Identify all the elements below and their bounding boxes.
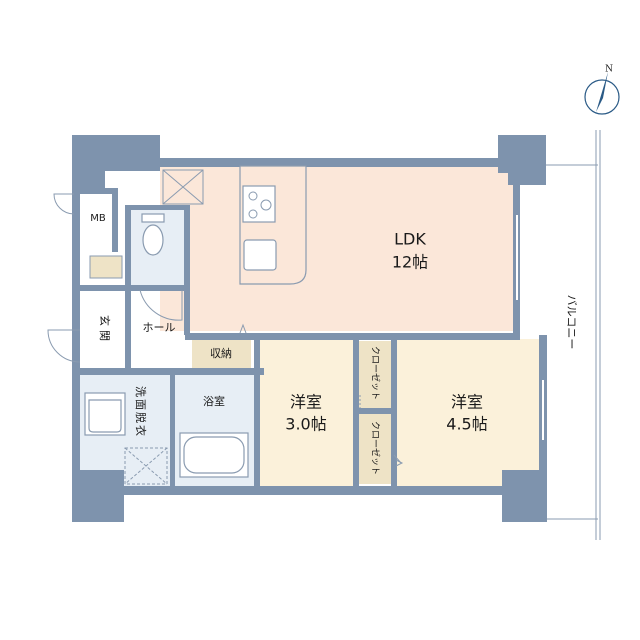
compass: N bbox=[584, 65, 620, 115]
washer-space bbox=[124, 447, 168, 485]
hall-door bbox=[139, 289, 183, 321]
western2-floor bbox=[396, 339, 539, 487]
bath-label: 浴室 bbox=[203, 394, 225, 408]
closet1-label: クローゼット bbox=[370, 346, 382, 400]
balcony-label: バルコニー bbox=[565, 295, 578, 350]
door-arrow-icon bbox=[239, 323, 247, 334]
western1-size: 3.0帖 bbox=[285, 415, 326, 434]
entrance-label: 玄関 bbox=[98, 315, 112, 345]
toilet-icon bbox=[141, 213, 165, 256]
compass-needle-icon bbox=[596, 72, 608, 112]
kitchen bbox=[239, 165, 307, 285]
ldk-name: LDK bbox=[394, 230, 426, 249]
mb-door bbox=[53, 193, 75, 215]
windows bbox=[516, 215, 544, 440]
western1-floor bbox=[259, 339, 354, 487]
closet1-floor bbox=[358, 341, 392, 409]
wash-basin-icon bbox=[84, 392, 126, 436]
western2-name: 洋室 bbox=[451, 393, 483, 412]
storage-floor bbox=[192, 340, 251, 369]
washroom-label: 洗面脱衣 bbox=[134, 386, 148, 438]
closet2-floor bbox=[358, 414, 392, 484]
ldk-size: 12帖 bbox=[392, 253, 428, 272]
walls bbox=[72, 135, 547, 522]
mb-label: MB bbox=[90, 213, 106, 224]
storage-label: 収納 bbox=[210, 347, 232, 360]
compass-ring bbox=[584, 79, 620, 115]
fridge-space bbox=[162, 169, 204, 205]
bathtub-icon bbox=[179, 432, 249, 478]
compass-label: N bbox=[605, 65, 613, 75]
ldk-floor-ext bbox=[189, 166, 519, 331]
western2-size: 4.5帖 bbox=[446, 415, 487, 434]
door-arrow-icon-2 bbox=[395, 459, 404, 467]
shoe-cabinet bbox=[89, 255, 123, 279]
hall-label: ホール bbox=[143, 321, 176, 334]
western1-name: 洋室 bbox=[290, 393, 322, 412]
closet2-label: クローゼット bbox=[370, 421, 382, 475]
entrance-door bbox=[47, 329, 81, 363]
